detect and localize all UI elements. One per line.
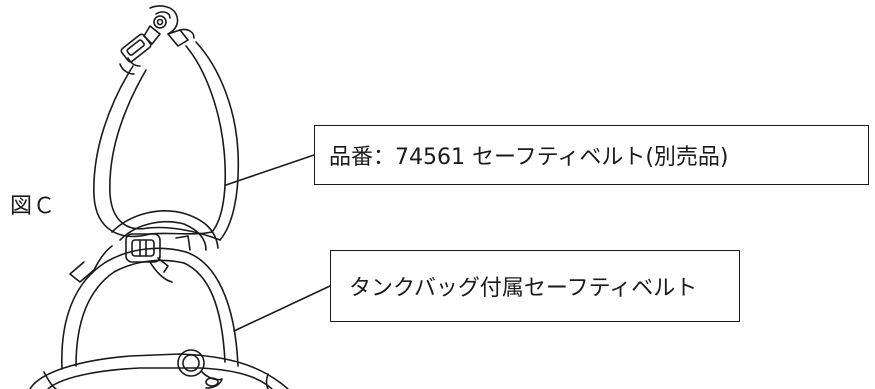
callout-optional-belt-text: 品番：74561 セーフティベルト(別売品) bbox=[329, 145, 729, 170]
d-ring-fitting bbox=[177, 349, 223, 389]
leader-line-1 bbox=[225, 154, 315, 186]
callout-attached-belt: タンクバッグ付属セーフティベルト bbox=[330, 250, 740, 322]
callout-attached-belt-text: タンクバッグ付属セーフティベルト bbox=[349, 276, 698, 301]
leader-line-2 bbox=[233, 285, 331, 332]
tank-bag bbox=[29, 353, 289, 389]
figure-label: 図Ｃ bbox=[10, 194, 57, 219]
callout-optional-belt: 品番：74561 セーフティベルト(別売品) bbox=[314, 125, 869, 185]
tank-bag-safety-belt bbox=[61, 247, 239, 370]
side-release-buckle bbox=[69, 233, 191, 283]
snap-hook-hardware bbox=[119, 5, 195, 75]
optional-safety-belt-74561 bbox=[93, 41, 240, 251]
